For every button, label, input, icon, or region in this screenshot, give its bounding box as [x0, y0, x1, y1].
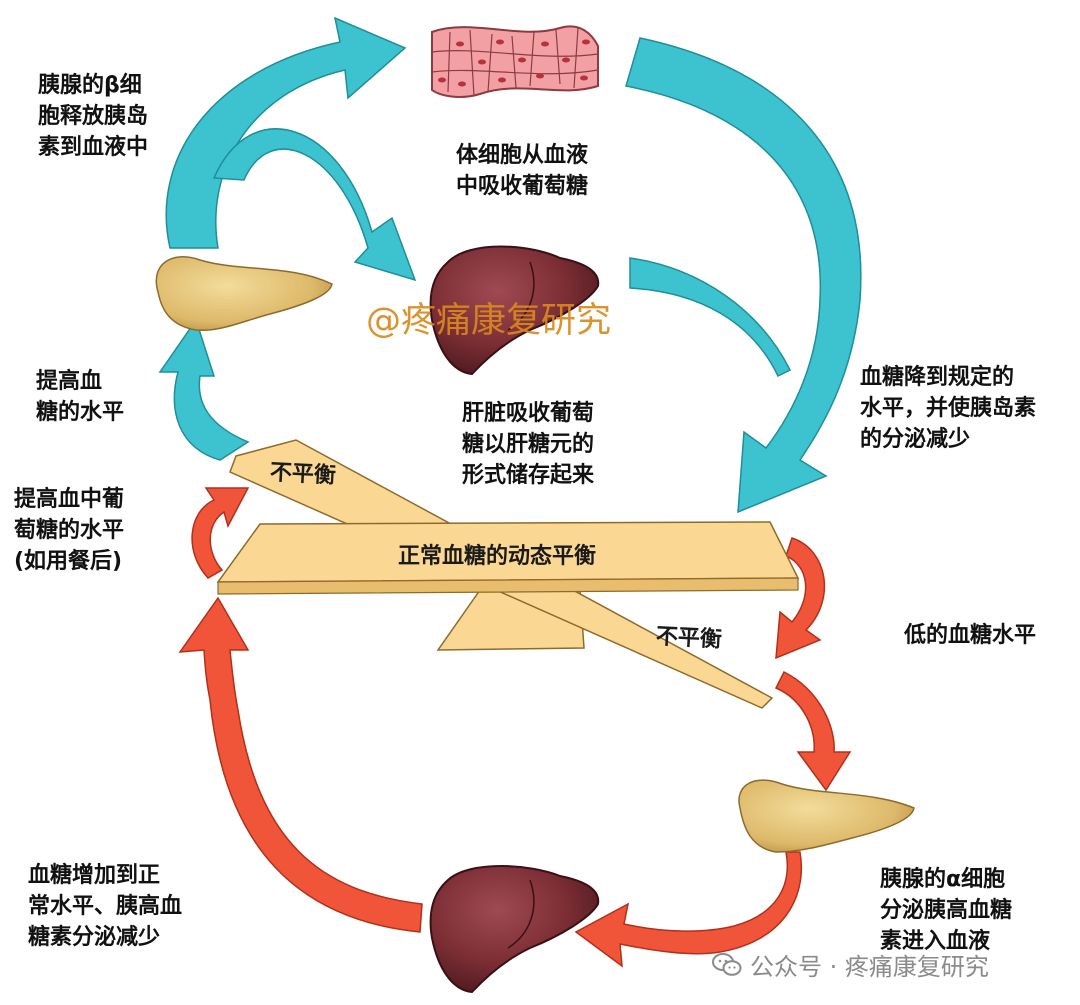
pancreas-bottom-image — [738, 779, 915, 853]
footer-watermark: 公众号 · 疼痛康复研究 — [712, 947, 989, 982]
label-after-meal: 提高血中葡 萄糖的水平 (如用餐后) — [14, 487, 125, 574]
imbalance-top-label: 不平衡 — [269, 460, 337, 489]
arrow-pancreas-to-liver — [574, 851, 802, 968]
body-cells-image — [431, 25, 599, 98]
label-glucose-drops: 血糖降到规定的 水平，并使胰岛素 的分泌减少 — [860, 365, 1037, 452]
label-glucose-increase: 血糖增加到正 常水平、胰高血 糖素分泌减少 — [28, 863, 183, 950]
arrow-meal-to-tilt — [191, 487, 250, 579]
balance-center-label: 正常血糖的动态平衡 — [398, 544, 597, 569]
arrow-balance-to-low — [775, 537, 826, 660]
balance-scale — [216, 439, 800, 709]
arrow-liver-to-balance — [629, 257, 792, 378]
watermark-text: @疼痛康复研究 — [366, 301, 612, 341]
liver-bottom-image — [429, 865, 600, 994]
arrow-to-liver — [212, 128, 417, 282]
label-cells-absorb: 体细胞从血液 中吸收葡萄糖 — [456, 143, 589, 199]
label-alpha-cells: 胰腺的α细胞 分泌胰高血糖 素进入血液 — [880, 867, 1013, 954]
wechat-icon — [712, 952, 742, 976]
arrow-tilt-to-pancreas — [774, 670, 852, 792]
label-raise-glucose: 提高血 糖的水平 — [36, 369, 125, 425]
footer-text: 公众号 · 疼痛康复研究 — [750, 953, 989, 981]
arrow-balance-to-pancreas — [158, 318, 250, 461]
arrow-liver-to-balance-left — [178, 596, 423, 933]
label-liver-stores: 肝脏吸收葡萄 糖以肝糖元的 形式储存起来 — [462, 401, 595, 488]
pancreas-top-image — [155, 256, 333, 331]
arrow-cells-to-balance — [625, 37, 862, 514]
label-beta-cells: 胰腺的β细 胞释放胰岛 素到血液中 — [38, 73, 149, 160]
imbalance-bottom-label: 不平衡 — [655, 624, 723, 653]
label-low-glucose: 低的血糖水平 — [904, 623, 1037, 648]
liver-top-image — [429, 245, 600, 376]
